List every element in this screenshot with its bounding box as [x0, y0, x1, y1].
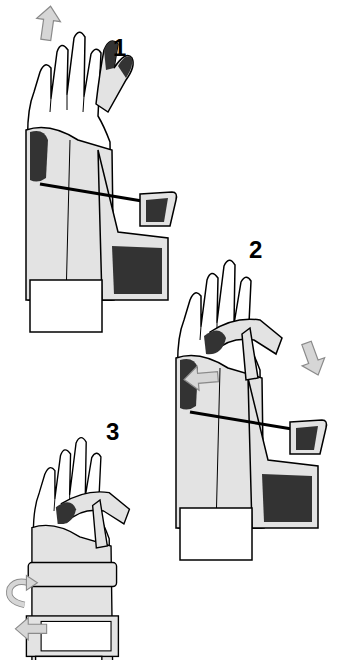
- step-three-figure: [9, 438, 129, 660]
- step-one-figure: [26, 5, 177, 332]
- step-two-figure: [176, 260, 329, 560]
- callout-number: 2: [249, 238, 262, 262]
- callout-number: 3: [106, 420, 119, 444]
- callout-number: 1: [113, 36, 126, 60]
